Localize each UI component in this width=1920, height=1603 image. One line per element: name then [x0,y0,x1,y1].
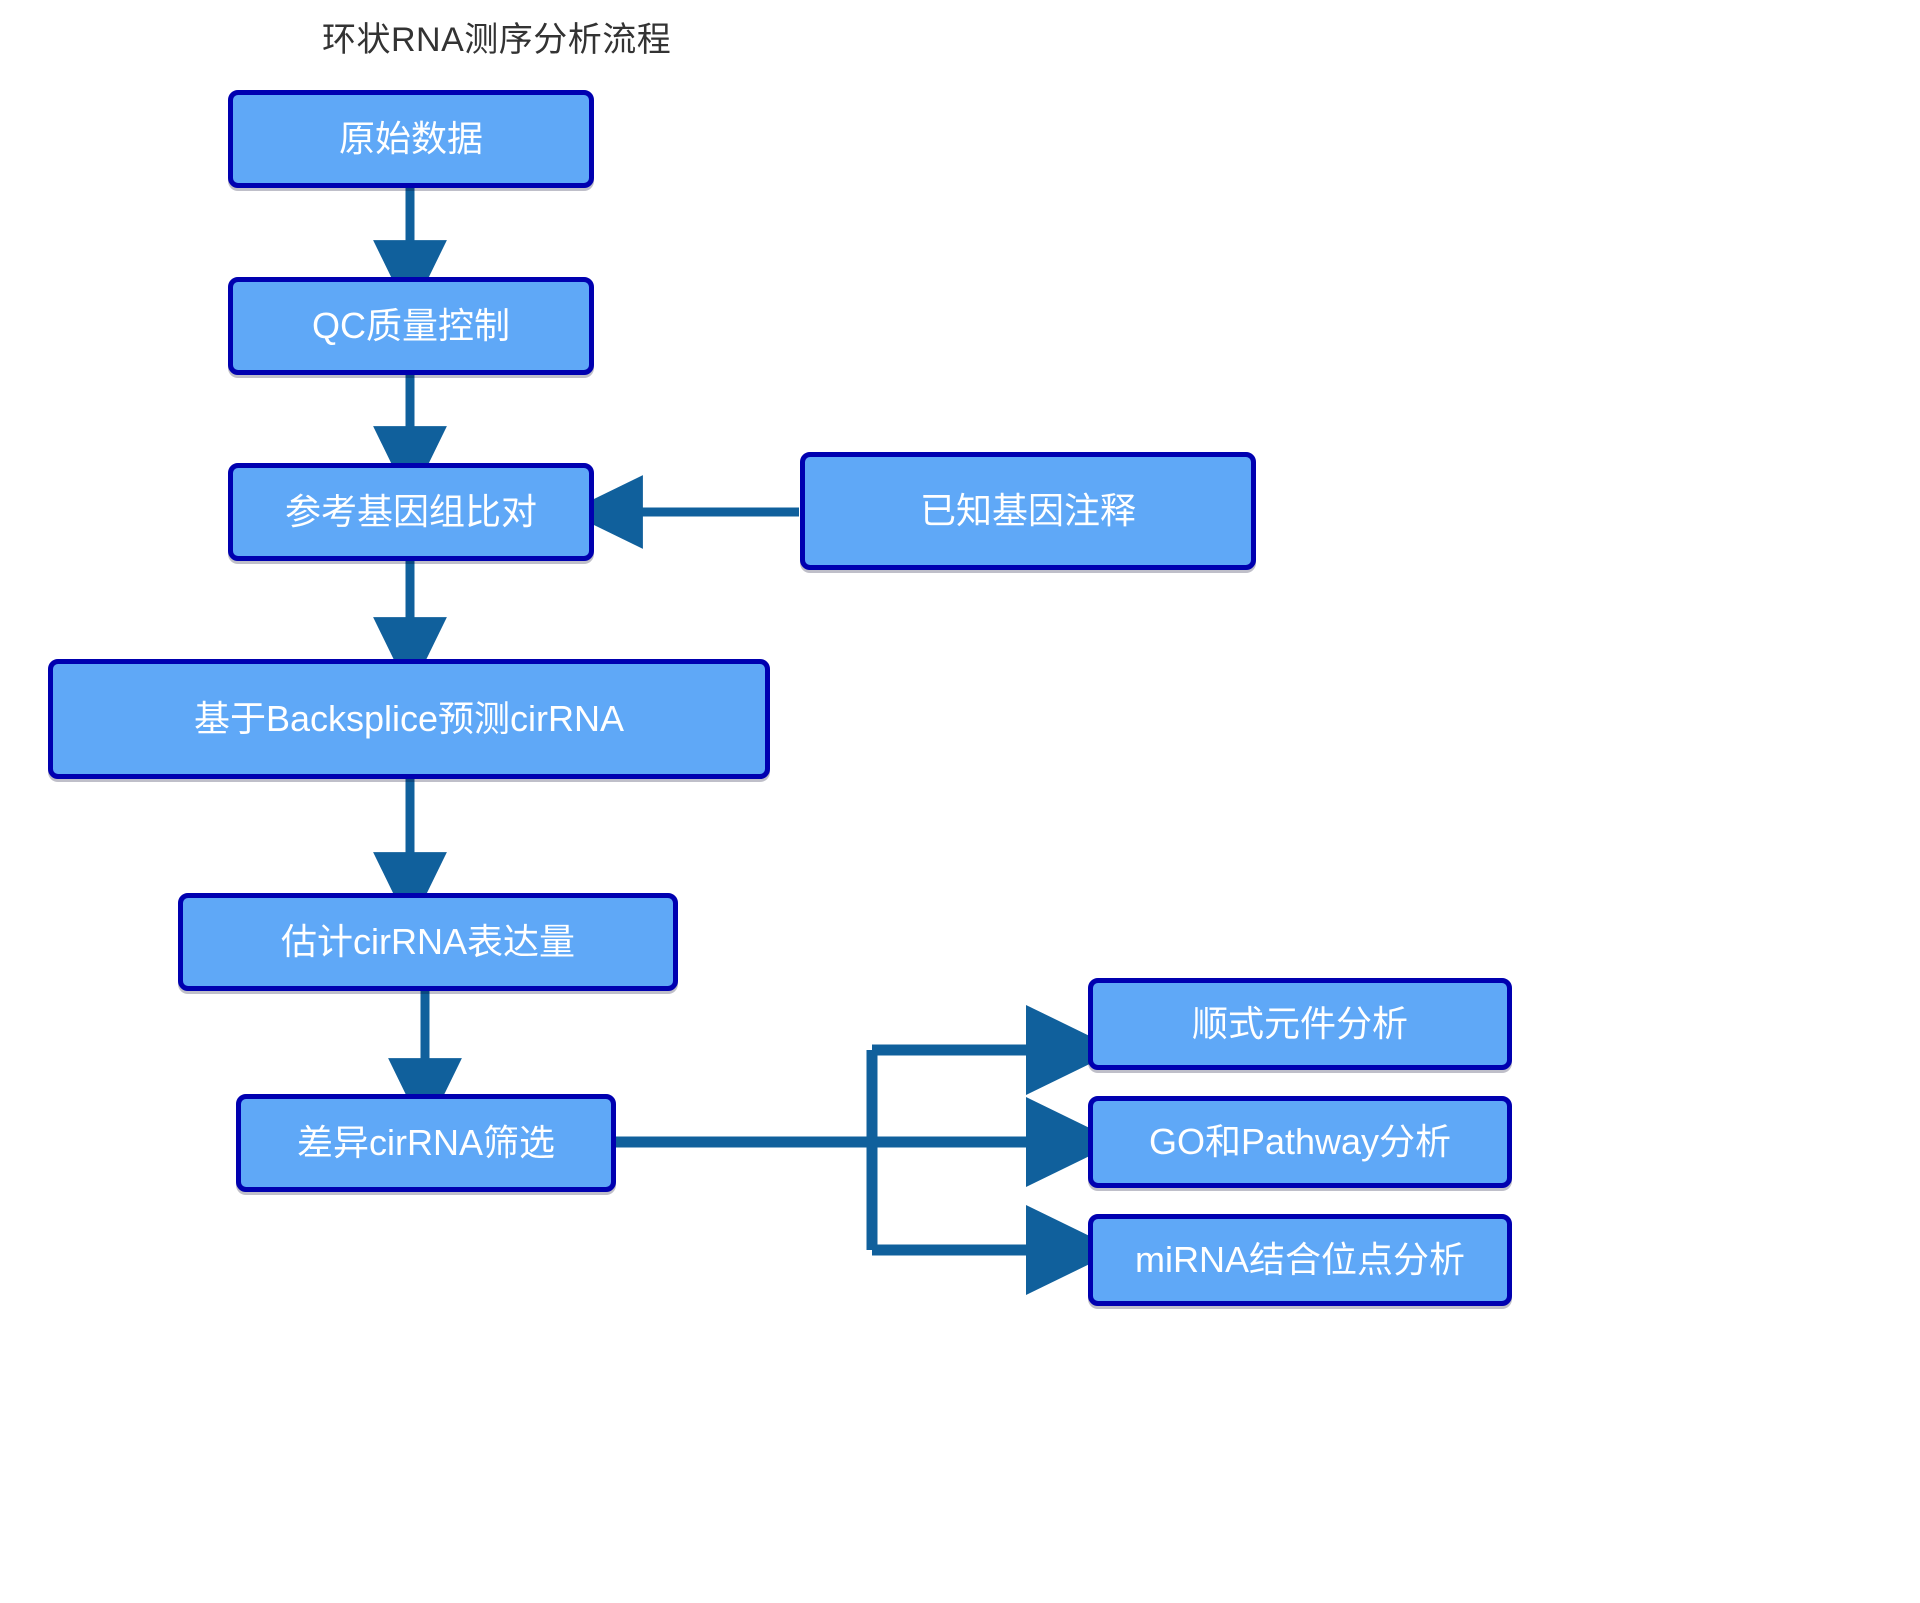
node-cis-element[interactable]: 顺式元件分析 [1088,978,1512,1070]
node-mirna-site[interactable]: miRNA结合位点分析 [1088,1214,1512,1306]
node-backsplice[interactable]: 基于Backsplice预测cirRNA [48,659,770,779]
node-align[interactable]: 参考基因组比对 [228,463,594,561]
page-title: 环状RNA测序分析流程 [322,21,672,59]
node-expression[interactable]: 估计cirRNA表达量 [178,893,678,991]
node-diff[interactable]: 差异cirRNA筛选 [236,1094,616,1192]
node-go-pathway[interactable]: GO和Pathway分析 [1088,1096,1512,1188]
edge-diff-branch-trunk [615,1050,1072,1250]
node-annotation[interactable]: 已知基因注释 [800,452,1256,570]
node-raw-data[interactable]: 原始数据 [228,90,594,188]
node-qc[interactable]: QC质量控制 [228,277,594,375]
